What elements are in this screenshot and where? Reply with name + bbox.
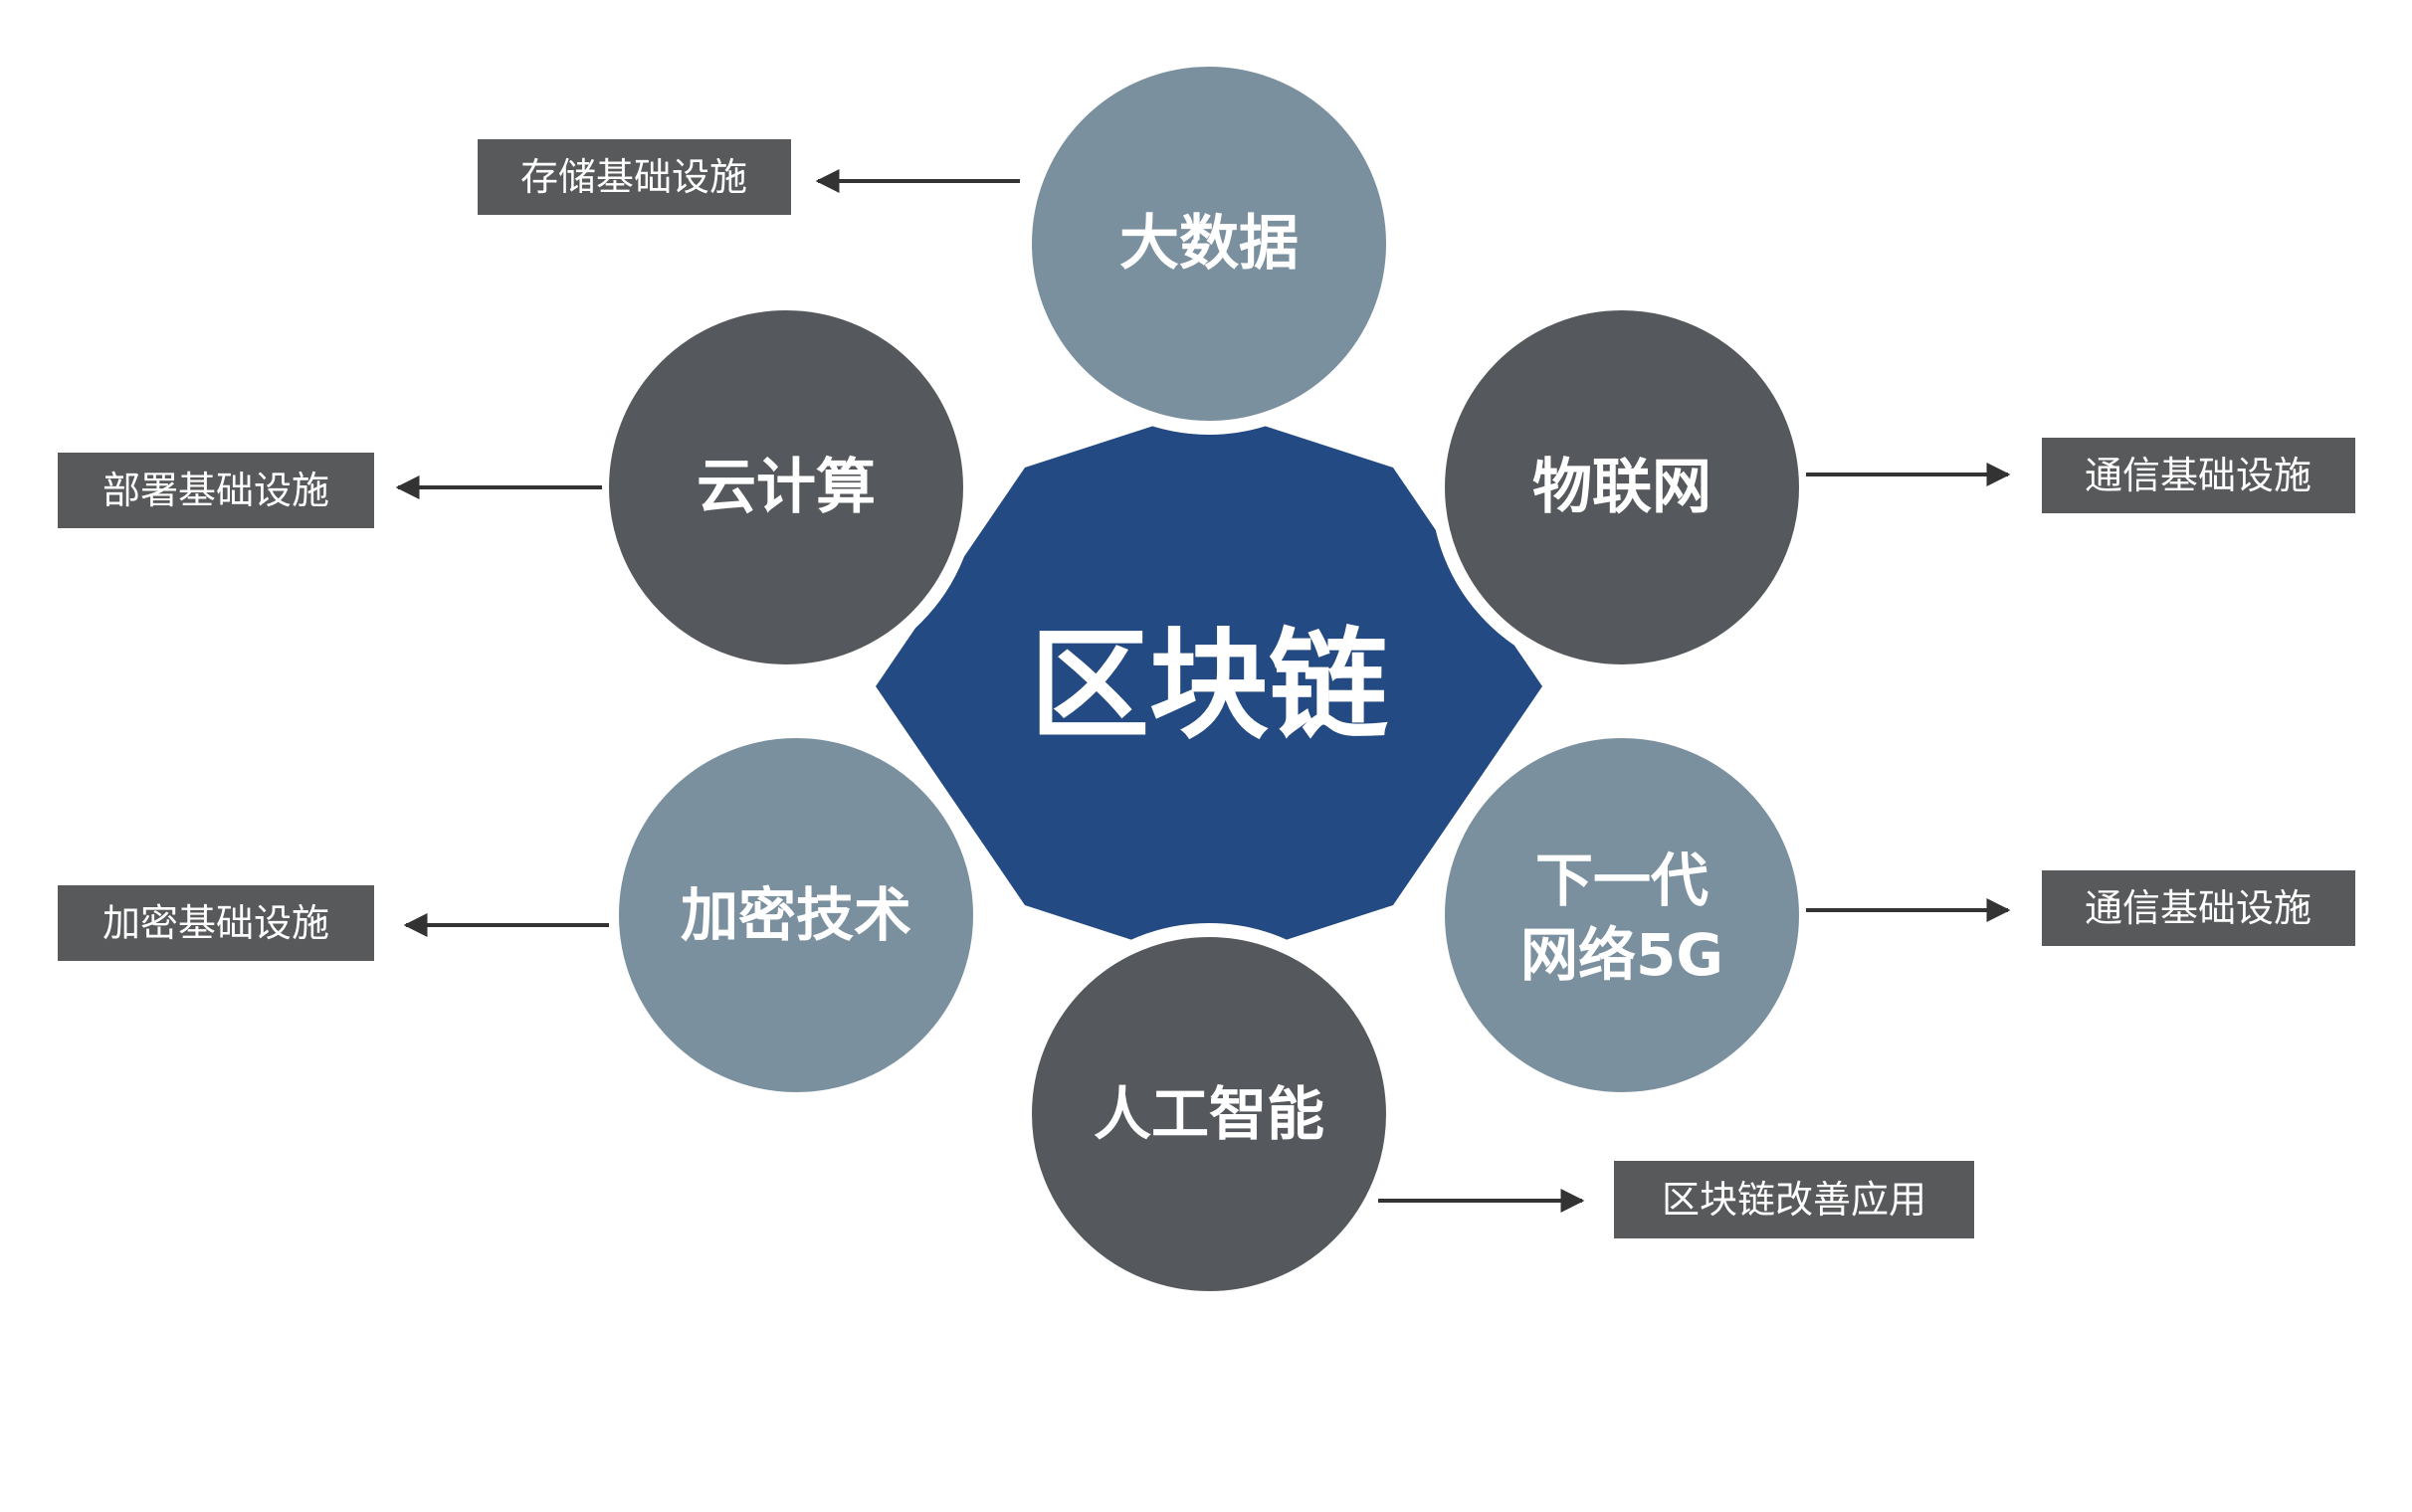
hub-label: 区块链 — [1030, 618, 1388, 756]
node-ai-label: 人工智能 — [1094, 1080, 1324, 1148]
label-blockchain-apps-text: 区块链改善应用 — [1662, 1178, 1926, 1222]
node-iot-label: 物联网 — [1532, 453, 1711, 522]
node-encryption-circle — [605, 724, 987, 1106]
node-iot: 物联网 — [1431, 296, 1813, 678]
hub-group: 区块链 — [876, 408, 1542, 965]
label-deploy-infra-box — [58, 453, 374, 528]
node-next-gen-network-circle — [1431, 724, 1813, 1106]
node-big-data-label: 大数据 — [1119, 209, 1299, 279]
label-blockchain-apps-box — [1614, 1161, 1974, 1238]
label-storage-infra-text: 存储基础设施 — [520, 155, 747, 199]
node-encryption: 加密技术 — [605, 724, 987, 1106]
node-big-data-circle — [1018, 53, 1400, 435]
label-comm-infra-1: 通信基础设施 — [2042, 438, 2355, 513]
node-cloud-computing-label: 云计算 — [697, 453, 876, 522]
label-crypto-infra: 加密基础设施 — [58, 885, 374, 961]
label-comm-infra-2-text: 通信基础设施 — [2085, 886, 2312, 930]
node-cloud-computing: 云计算 — [595, 296, 977, 678]
label-crypto-infra-box — [58, 885, 374, 961]
label-comm-infra-1-text: 通信基础设施 — [2085, 454, 2312, 497]
node-ai: 人工智能 — [1018, 923, 1400, 1305]
node-next-gen-network: 下一代 网络5G — [1431, 724, 1813, 1106]
label-comm-infra-1-box — [2042, 438, 2355, 513]
node-next-gen-network-label-line1: 下一代 — [1535, 847, 1708, 914]
label-crypto-infra-text: 加密基础设施 — [102, 901, 329, 945]
label-blockchain-apps: 区块链改善应用 — [1614, 1161, 1974, 1238]
node-big-data: 大数据 — [1018, 53, 1400, 435]
node-iot-circle — [1431, 296, 1813, 678]
label-deploy-infra: 部署基础设施 — [58, 453, 374, 528]
arrows — [395, 169, 2011, 1213]
label-storage-infra-box — [478, 139, 791, 215]
label-comm-infra-2-box — [2042, 870, 2355, 946]
label-comm-infra-2: 通信基础设施 — [2042, 870, 2355, 946]
hub-shape — [876, 408, 1542, 965]
node-ai-circle — [1018, 923, 1400, 1305]
label-storage-infra: 存储基础设施 — [478, 139, 791, 215]
label-deploy-infra-text: 部署基础设施 — [102, 469, 329, 512]
node-next-gen-network-label-line2: 网络5G — [1520, 921, 1723, 989]
node-encryption-label: 加密技术 — [681, 881, 911, 949]
